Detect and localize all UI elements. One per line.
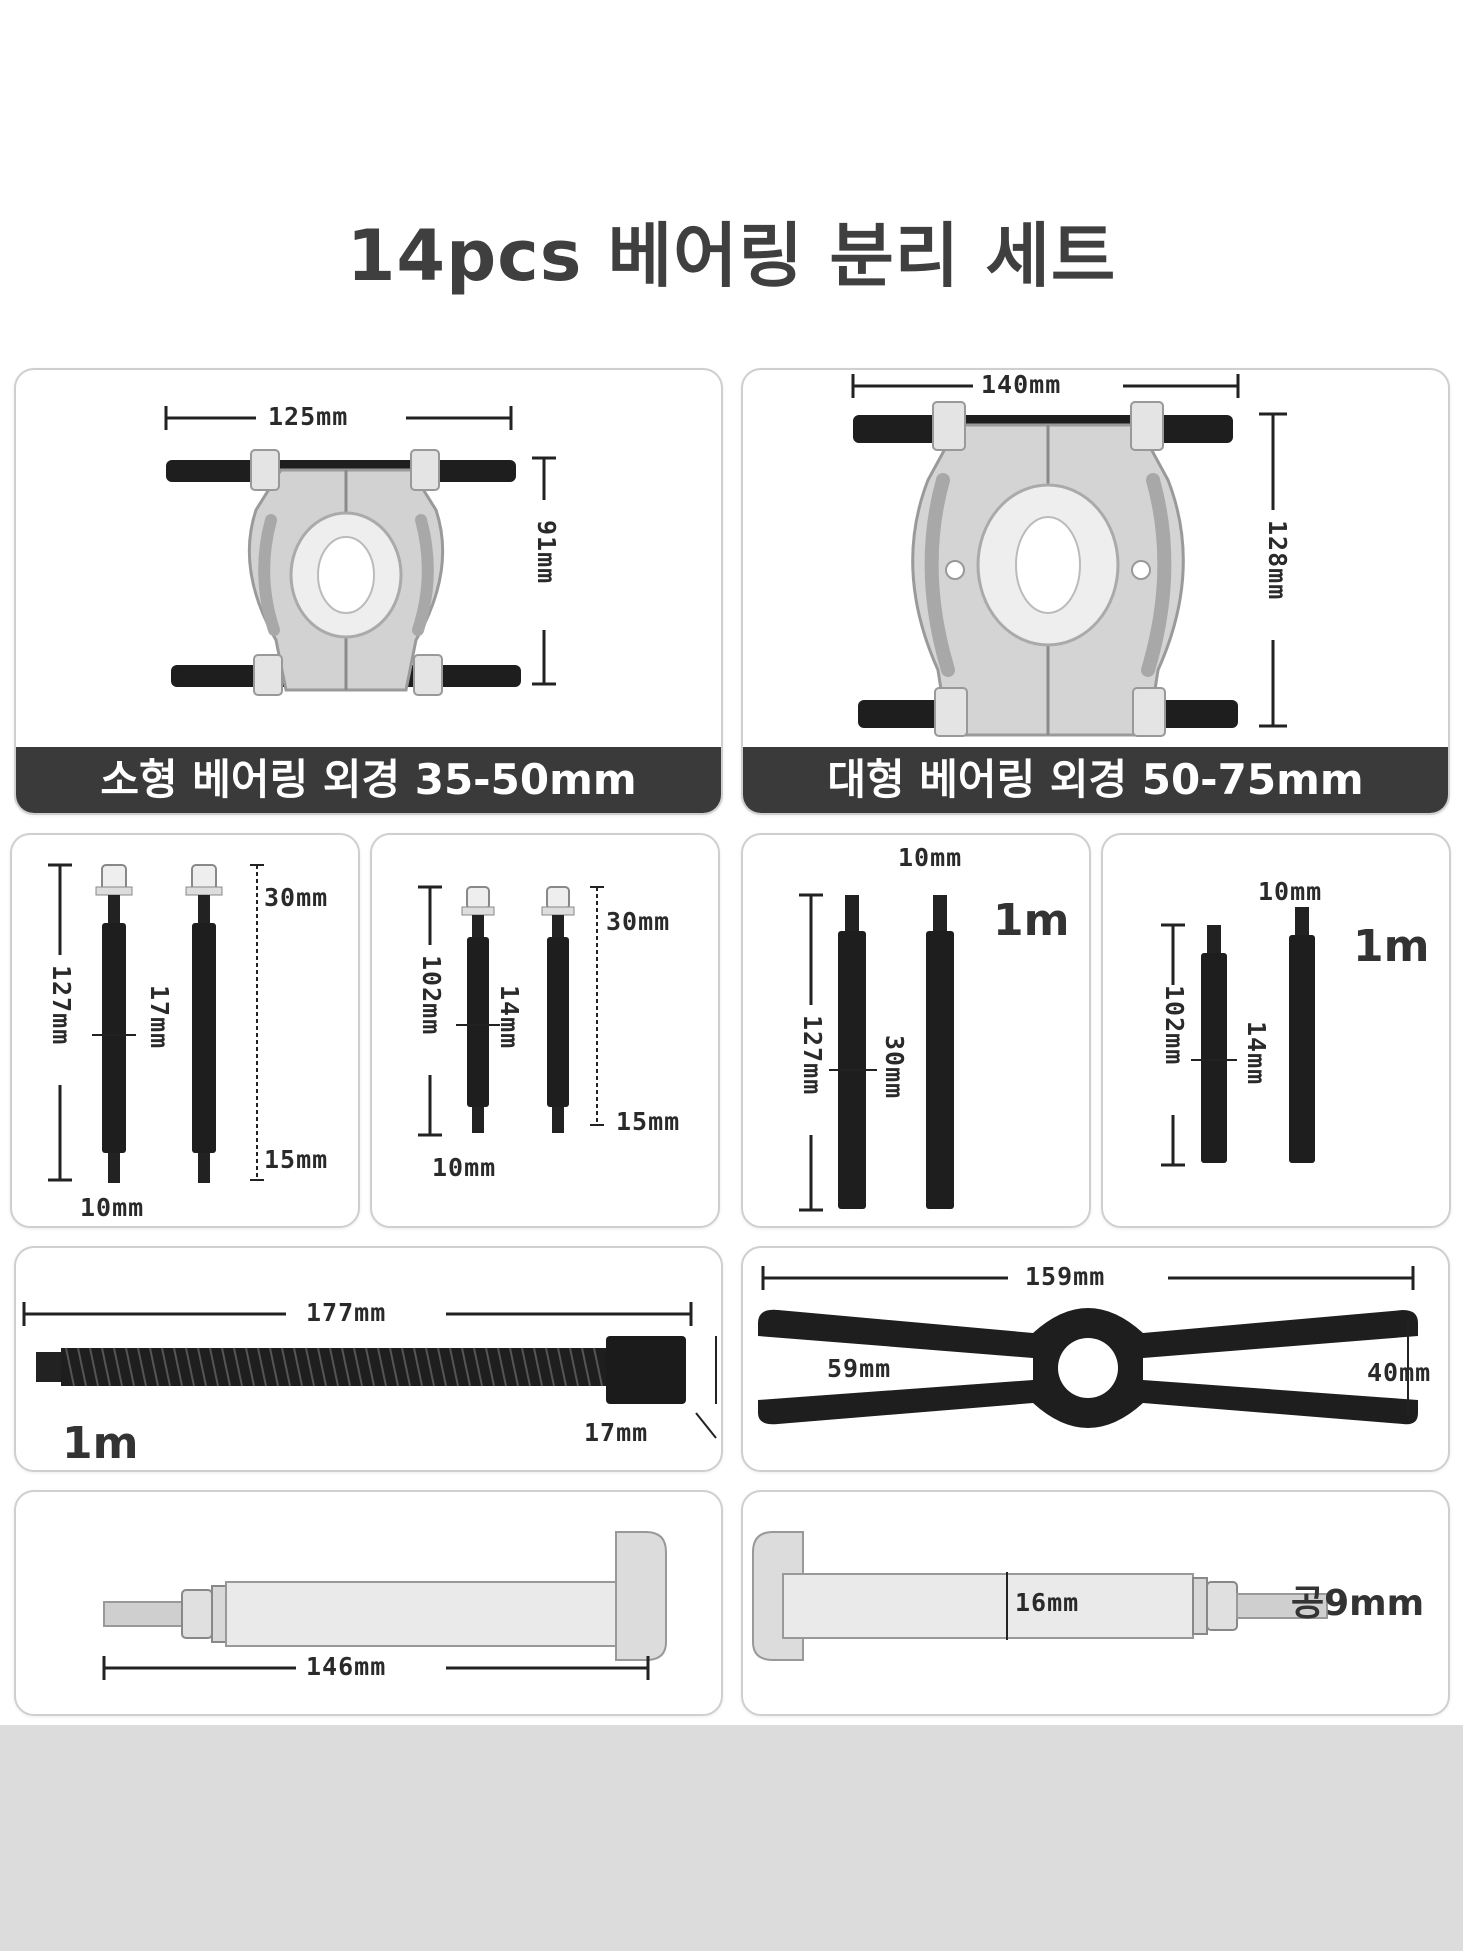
rod1-top-label: 30mm [264,883,329,912]
rod3-hex-label: 30mm [880,1035,909,1100]
rod2-top-label: 30mm [606,907,671,936]
rod3-thread-label: 10mm [898,843,963,872]
screw-length-label: 177mm [306,1298,387,1327]
forcing-screw-drawing [22,1298,717,1439]
hook-square-label: 16mm [1015,1588,1080,1617]
rod2-bottom-label: 15mm [616,1107,681,1136]
bar-length-label: 159mm [1025,1262,1106,1291]
rod4-thread-label: 10mm [1258,877,1323,906]
hook-left-drawing [102,1531,667,1684]
rod-set-127-long-panel: 10mm 1m 127mm 30mm [741,833,1091,1228]
small-separator-caption: 소형 베어링 외경 35-50mm [16,747,721,813]
forcing-screw-panel: 177mm 17mm 1m [14,1246,723,1472]
large-width-label: 140mm [981,370,1062,399]
rod3-length-label: 127mm [798,1015,827,1096]
small-width-label: 125mm [268,402,349,431]
small-separator-drawing [164,404,558,696]
rod-set-102-long-drawing [1159,907,1315,1167]
screw-hex-label: 17mm [584,1418,649,1447]
large-separator-panel: 140mm 128mm 대형 베어링 외경 50-75mm [741,368,1450,815]
small-height-label: 91mm [532,520,561,585]
rod-set-102-long-panel: 10mm 1m 102mm 14mm [1101,833,1451,1228]
rod2-hex-label: 14mm [495,985,524,1050]
hook-left-panel: 146mm [14,1490,723,1716]
rod3-unit-label: 1m [993,895,1070,946]
screw-unit-label: 1m [62,1418,139,1469]
rod-set-102-drawing [416,885,604,1137]
rod2-length-label: 102mm [417,955,446,1036]
hook-hole-label: 공9mm [1291,1583,1425,1624]
rod4-unit-label: 1m [1353,921,1430,972]
bar-slot-label: 59mm [827,1354,892,1383]
bottom-background [0,1725,1463,1951]
page-title: 14pcs 베어링 분리 세트 [346,215,1117,297]
rod-set-127-drawing [46,863,264,1183]
rod1-hex-label: 17mm [145,985,174,1050]
rod-set-127-long-drawing [797,893,954,1212]
bar-width-label: 40mm [1367,1358,1432,1387]
hook-length-label: 146mm [306,1652,387,1681]
hook-right-drawing [752,1531,1328,1661]
cross-bar-panel: 159mm 59mm 40mm [741,1246,1450,1472]
rod4-hex-label: 14mm [1242,1021,1271,1086]
large-height-label: 128mm [1263,520,1292,601]
rod-set-102-panel: 102mm 14mm 30mm 15mm 10mm [370,833,720,1228]
cross-bar-drawing [758,1262,1418,1428]
rod-set-127-panel: 127mm 17mm 30mm 15mm 10mm [10,833,360,1228]
rod4-length-label: 102mm [1160,985,1189,1066]
small-separator-panel: 125mm 91mm 소형 베어링 외경 35-50mm [14,368,723,815]
hook-right-panel: 16mm 공9mm [741,1490,1450,1716]
large-separator-drawing [851,372,1287,737]
rod2-thread-label: 10mm [432,1153,497,1182]
large-separator-caption: 대형 베어링 외경 50-75mm [743,747,1448,813]
rod1-bottom-label: 15mm [264,1145,329,1174]
rod1-length-label: 127mm [47,965,76,1046]
rod1-thread-label: 10mm [80,1193,145,1222]
